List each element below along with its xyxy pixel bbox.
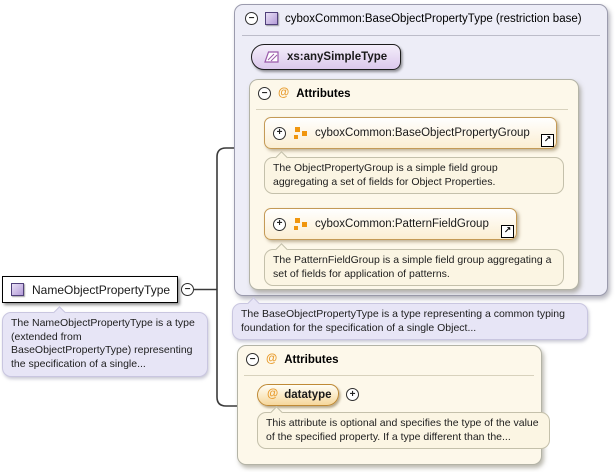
attribute-at-icon: @ — [278, 86, 290, 99]
base-type-description: The BaseObjectPropertyType is a type rep… — [241, 308, 565, 334]
attribute-expand-toggle[interactable]: + — [346, 388, 359, 401]
attributes-collapse-toggle[interactable]: − — [246, 353, 259, 366]
root-type-description: The NameObjectPropertyType is a type (ex… — [11, 317, 195, 370]
attribute-tooltip: This attribute is optional and specifies… — [257, 405, 550, 450]
group-tooltip: The ObjectPropertyGroup is a simple fiel… — [264, 150, 564, 195]
base-type-title: cyboxCommon:BaseObjectPropertyType (rest… — [285, 12, 582, 25]
field-group-icon — [294, 218, 307, 230]
attribute-at-icon: @ — [266, 352, 278, 365]
group-description: The PatternFieldGroup is a simple field … — [273, 254, 552, 280]
attributes-collapse-toggle[interactable]: − — [258, 87, 271, 100]
complex-type-icon — [265, 12, 278, 25]
group-row-base-object-property-group[interactable]: + cyboxCommon:BaseObjectPropertyGroup ↗ — [264, 117, 557, 149]
attribute-datatype-capsule[interactable]: @ datatype — [257, 384, 339, 406]
attributes-header-label: Attributes — [284, 353, 339, 366]
root-type-tooltip: The NameObjectPropertyType is a type (ex… — [2, 305, 208, 377]
simple-type-icon — [264, 51, 279, 63]
root-collapse-toggle[interactable]: − — [181, 283, 194, 296]
group-label: cyboxCommon:PatternFieldGroup — [315, 218, 489, 230]
base-type-header: − cyboxCommon:BaseObjectPropertyType (re… — [245, 12, 582, 25]
attributes-header: − @ Attributes — [246, 353, 339, 366]
field-group-icon — [294, 127, 307, 139]
own-attributes-panel: − @ Attributes @ datatype + This attribu… — [237, 345, 550, 465]
root-type-label: NameObjectPropertyType — [32, 282, 171, 297]
simple-type-label: xs:anySimpleType — [287, 51, 388, 63]
group-description: The ObjectPropertyGroup is a simple fiel… — [273, 162, 498, 188]
attribute-at-icon: @ — [267, 388, 279, 401]
divider — [256, 109, 568, 110]
attribute-description: This attribute is optional and specifies… — [266, 417, 539, 443]
group-link-icon[interactable]: ↗ — [501, 225, 514, 238]
group-expand-toggle[interactable]: + — [273, 217, 286, 231]
attribute-name: datatype — [284, 389, 332, 401]
base-attributes-box: − @ Attributes + cyboxCommon:BaseObjectP… — [249, 79, 579, 290]
base-type-panel: − cyboxCommon:BaseObjectPropertyType (re… — [234, 4, 608, 296]
attributes-header: − @ Attributes — [258, 87, 351, 100]
attributes-header-label: Attributes — [296, 87, 351, 100]
group-row-pattern-field-group[interactable]: + cyboxCommon:PatternFieldGroup ↗ — [264, 208, 517, 240]
group-link-icon[interactable]: ↗ — [541, 134, 554, 147]
root-type-box[interactable]: NameObjectPropertyType — [2, 276, 178, 303]
divider — [244, 375, 534, 376]
simple-type-capsule[interactable]: xs:anySimpleType — [251, 44, 401, 70]
complex-type-icon — [11, 283, 24, 296]
base-type-collapse-toggle[interactable]: − — [245, 12, 258, 25]
base-type-tooltip: The BaseObjectPropertyType is a type rep… — [232, 296, 588, 341]
divider — [242, 35, 600, 36]
group-tooltip: The PatternFieldGroup is a simple field … — [264, 242, 564, 287]
group-label: cyboxCommon:BaseObjectPropertyGroup — [315, 127, 530, 139]
group-expand-toggle[interactable]: + — [273, 126, 286, 140]
